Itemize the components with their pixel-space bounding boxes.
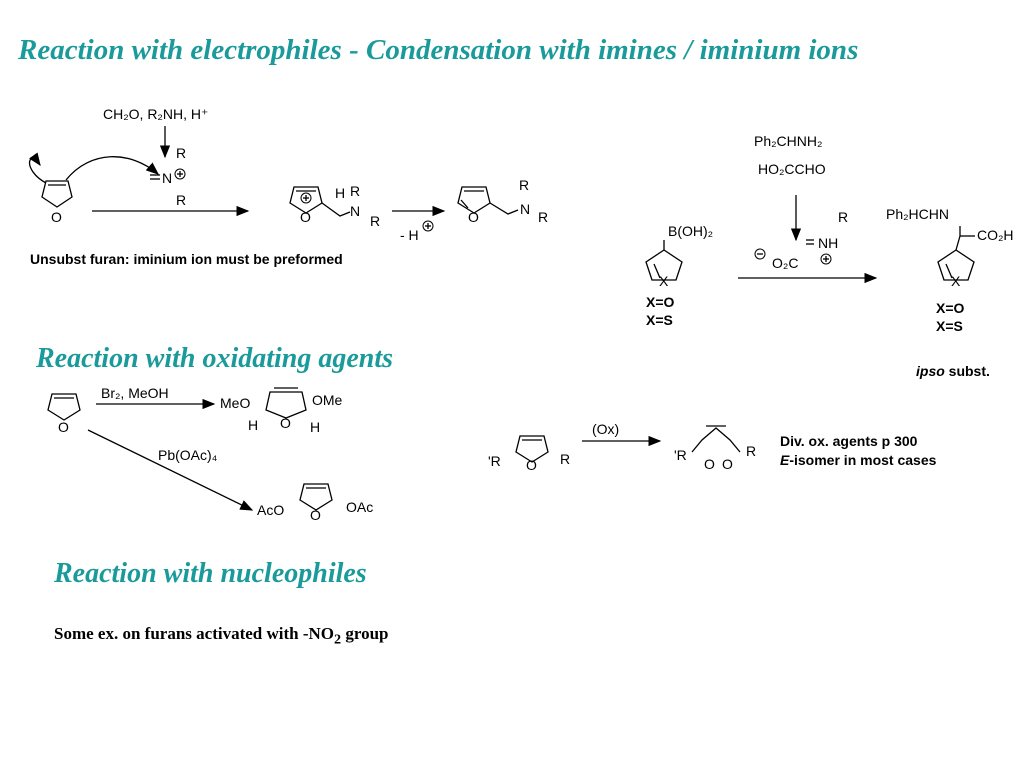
product-nitrogen: N [520, 201, 530, 217]
bromination-reagent: Br₂, MeOH [101, 385, 169, 401]
intermediate-r-bottom: R [370, 213, 380, 229]
furan-oxygen: O [468, 209, 479, 225]
section-title-nucleophiles: Reaction with nucleophiles [54, 558, 367, 589]
furan-oxygen: O [51, 209, 62, 225]
plus-charge-icon [422, 220, 434, 232]
carbonyl-oxygen: O [704, 456, 715, 472]
furan-oxygen: O [526, 457, 537, 473]
nucleophile-note-tail: group [341, 624, 389, 643]
furan-ring-substituted [515, 435, 549, 463]
product-x-o: X=O [936, 300, 965, 316]
intermediate-nitrogen: N [350, 203, 360, 219]
substituent-r-prime: 'R [488, 453, 501, 469]
reaction-arrow-acetoxylation [87, 429, 254, 511]
iminium-r-top: R [176, 145, 186, 161]
dihydrofuran-ring [265, 391, 307, 419]
intermediate-r-top: R [350, 183, 360, 199]
dihydrofuran-oxygen: O [280, 415, 291, 431]
heteroatom-x: X [659, 273, 669, 289]
mannich-reagents: CH₂O, R₂NH, H⁺ [103, 106, 208, 122]
heteroarene-ring [645, 249, 683, 281]
furan-ring-ox [47, 393, 81, 421]
methoxy-right: OMe [312, 392, 343, 408]
furan-ring-intermediate [289, 186, 323, 214]
furan-oxygen: O [58, 419, 69, 435]
product-r-top: R [519, 177, 529, 193]
furan-ring-start [41, 180, 73, 208]
minus-charge-icon [754, 248, 766, 260]
side-chain-bond [489, 202, 519, 215]
boronic-acid-group: B(OH)₂ [668, 223, 713, 239]
electrophile-caption: Unsubst furan: iminium ion must be prefo… [30, 251, 343, 267]
double-bond [653, 263, 661, 279]
acetoxy-right: OAc [346, 499, 373, 515]
product-x-s: X=S [936, 318, 963, 334]
enedione-r: R [746, 443, 756, 459]
heteroarene-ring-product [937, 249, 975, 281]
product-r-bottom: R [538, 209, 548, 225]
e-isomer-italic: E [780, 452, 790, 468]
nucleophile-note-subscript: 2 [334, 631, 342, 648]
furan-oxygen: O [300, 209, 311, 225]
double-bond [945, 263, 953, 279]
ipso-label: ipso subst. [916, 363, 990, 379]
electrophile-scheme: CH₂O, R₂NH, H⁺ O R N R O H R N R - H [28, 106, 548, 267]
glyoxylic-acid-reagent: HO₂CCHO [758, 161, 826, 177]
deprotonation-label: - H [400, 227, 419, 243]
c-ring-bond [955, 235, 961, 251]
plus-charge-icon [820, 253, 832, 265]
plus-charge-icon [300, 192, 312, 204]
hydrogen-left: H [248, 417, 258, 433]
side-chain-bond [321, 202, 351, 217]
amine-reagent: Ph₂CHNH₂ [754, 133, 822, 149]
double-bond [460, 199, 469, 209]
carbonyl-oxygen: O [722, 456, 733, 472]
substituent-x-o: X=O [646, 294, 675, 310]
plus-charge-icon [174, 168, 186, 180]
furan-ring-diacetoxy [299, 483, 333, 511]
oxidation-note-line2: E-isomer in most cases [780, 452, 937, 468]
iminium-nh: NH [818, 235, 838, 251]
enedione-r-prime: 'R [674, 447, 687, 463]
hydrogen-right: H [310, 419, 320, 435]
ipso-italic: ipso [916, 363, 945, 379]
intermediate-hydrogen: H [335, 185, 345, 201]
carboxylate: O₂C [772, 255, 798, 271]
oxidation-note-line1: Div. ox. agents p 300 [780, 433, 918, 449]
curved-arrow-attack [65, 156, 159, 181]
substituent-r: R [560, 451, 570, 467]
oxidation-label: (Ox) [592, 421, 619, 437]
nucleophile-note-text: Some ex. on furans activated with -NO [54, 624, 335, 643]
enedione-backbone [691, 427, 741, 453]
page-title: Reaction with electrophiles - Condensati… [18, 34, 859, 66]
ipso-rest: subst. [945, 363, 990, 379]
substituent-x-s: X=S [646, 312, 673, 328]
section-title-oxidation: Reaction with oxidating agents [36, 343, 394, 374]
iminium-r-bottom: R [176, 192, 186, 208]
iminium-r: R [838, 209, 848, 225]
nucleophile-note: Some ex. on furans activated with -NO2 g… [54, 624, 389, 648]
iminium-nitrogen: N [162, 170, 172, 186]
e-isomer-rest: -isomer in most cases [789, 452, 936, 468]
heteroatom-x: X [951, 273, 961, 289]
acetoxy-left: AcO [257, 502, 284, 518]
furan-oxygen: O [310, 507, 321, 523]
product-acid: CO₂H [977, 227, 1014, 243]
oxidation-scheme: O Br₂, MeOH MeO O OMe H H Pb(OAc)₄ AcO O… [47, 385, 937, 523]
furan-ring-product [457, 186, 491, 214]
methoxy-left: MeO [220, 395, 250, 411]
petasis-scheme: Ph₂CHNH₂ HO₂CCHO B(OH)₂ X X=O X=S R NH O… [645, 133, 1014, 379]
product-amine: Ph₂HCHN [886, 206, 949, 222]
lead-acetate-reagent: Pb(OAc)₄ [158, 447, 218, 463]
curved-arrow-ring [28, 152, 47, 184]
